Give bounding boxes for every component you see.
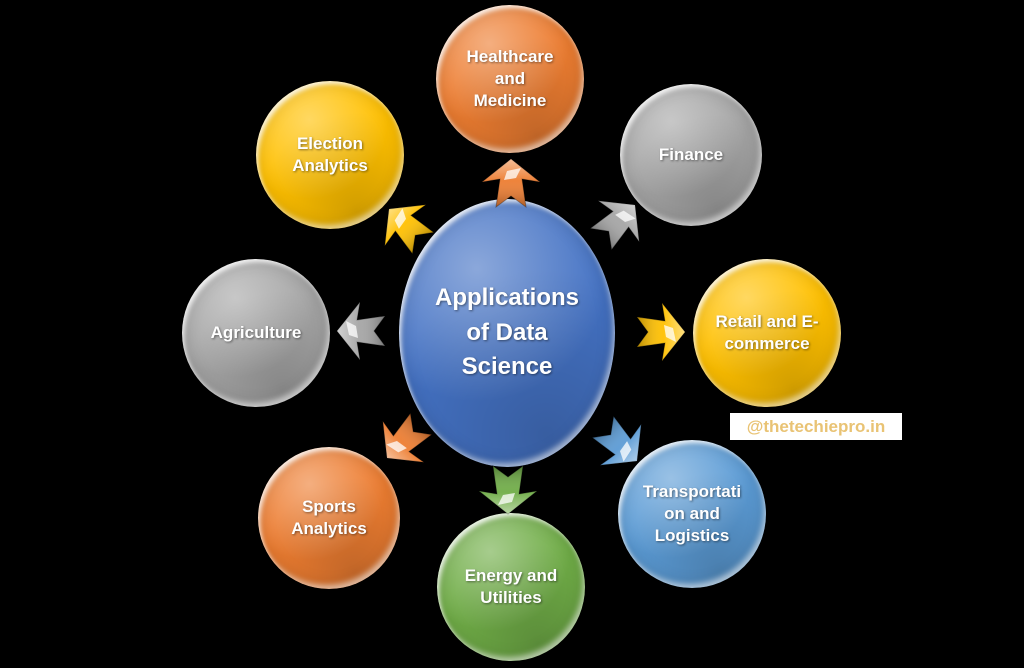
node-label: Sports Analytics <box>291 496 367 538</box>
node-label: Finance <box>658 144 724 164</box>
watermark-badge: @thetechiepro.in <box>730 413 902 440</box>
arrow-up-left-icon <box>366 186 445 265</box>
node-healthcare-and-medicine: Healthcare and Medicine <box>436 5 584 153</box>
arrow-up-icon <box>480 158 542 208</box>
node-label: Energy and Utilities <box>464 565 558 607</box>
node-retail-and-e-commerce: Retail and E- commerce <box>693 259 841 407</box>
arrow-left-icon <box>336 300 386 362</box>
node-label: Election Analytics <box>292 133 368 175</box>
node-transportation-and-logistics: Transportati on and Logistics <box>618 440 766 588</box>
arrow-down-right-icon <box>580 404 659 483</box>
center-node-applications-of-data-science: Applications of Data Science <box>399 199 615 467</box>
node-label: Healthcare and Medicine <box>466 46 554 111</box>
arrow-up-right-icon <box>578 182 657 261</box>
node-finance: Finance <box>620 84 762 226</box>
node-label: Agriculture <box>210 322 302 342</box>
center-node-label: Applications of Data Science <box>434 283 579 381</box>
node-sports-analytics: Sports Analytics <box>258 447 400 589</box>
arrow-right-icon <box>636 301 686 363</box>
node-election-analytics: Election Analytics <box>256 81 404 229</box>
arrow-down-icon <box>477 465 539 515</box>
node-label: Retail and E- commerce <box>715 311 819 353</box>
node-energy-and-utilities: Energy and Utilities <box>437 513 585 661</box>
arrow-down-left-icon <box>364 401 443 480</box>
node-label: Transportati on and Logistics <box>642 481 742 546</box>
watermark-text: @thetechiepro.in <box>746 416 886 436</box>
node-agriculture: Agriculture <box>182 259 330 407</box>
